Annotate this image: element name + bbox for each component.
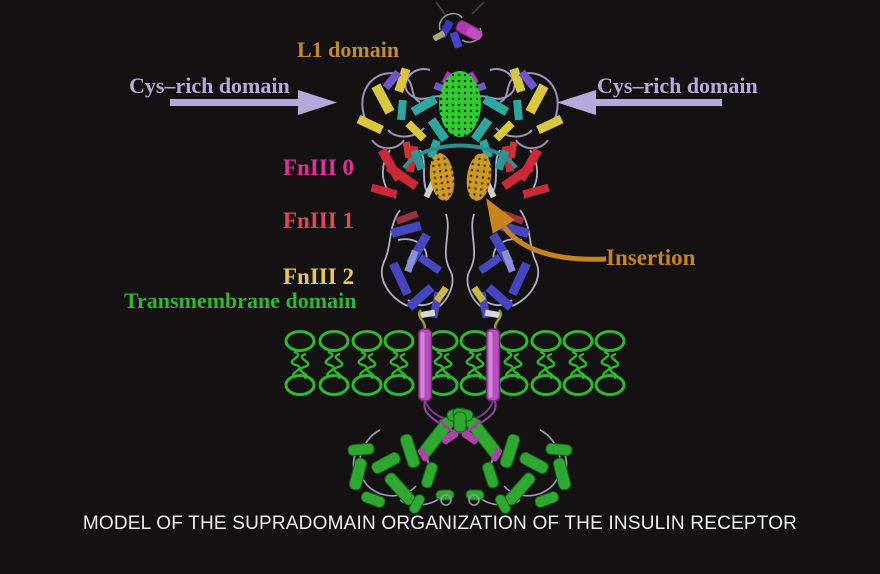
- insertion-label: Insertion: [606, 245, 696, 270]
- l1-domain-label: L1 domain: [297, 37, 400, 62]
- insertion-ellipse-right: [466, 153, 492, 201]
- transmembrane-domain-label: Transmembrane domain: [124, 288, 357, 313]
- fniii1-label: FnIII 1: [283, 208, 354, 233]
- membrane-lipids: [284, 330, 626, 396]
- insertion-ellipse-left: [429, 153, 455, 201]
- tm-helix-left: [417, 328, 433, 402]
- fniii2-label: FnIII 2: [283, 264, 354, 289]
- binding-site-ellipse: [439, 71, 481, 137]
- insulin-molecule: [433, 1, 485, 49]
- cys-rich-arrow-left: [170, 90, 337, 115]
- tm-helix-right: [485, 328, 501, 402]
- figure-caption: MODEL OF THE SUPRADOMAIN ORGANIZATION OF…: [82, 513, 798, 534]
- fniii0-label: FnIII 0: [283, 155, 354, 180]
- cys-rich-domain-label-left: Cys–rich domain: [129, 73, 290, 98]
- fniii12-structure: [380, 208, 540, 334]
- kinase-domain: [346, 400, 574, 517]
- fniii0-structure: [369, 143, 551, 201]
- cys-rich-arrow-right: [557, 90, 722, 115]
- ectodomain-structure: [355, 66, 565, 160]
- insertion-arrow: [486, 198, 607, 262]
- cys-rich-domain-label-right: Cys–rich domain: [597, 73, 758, 98]
